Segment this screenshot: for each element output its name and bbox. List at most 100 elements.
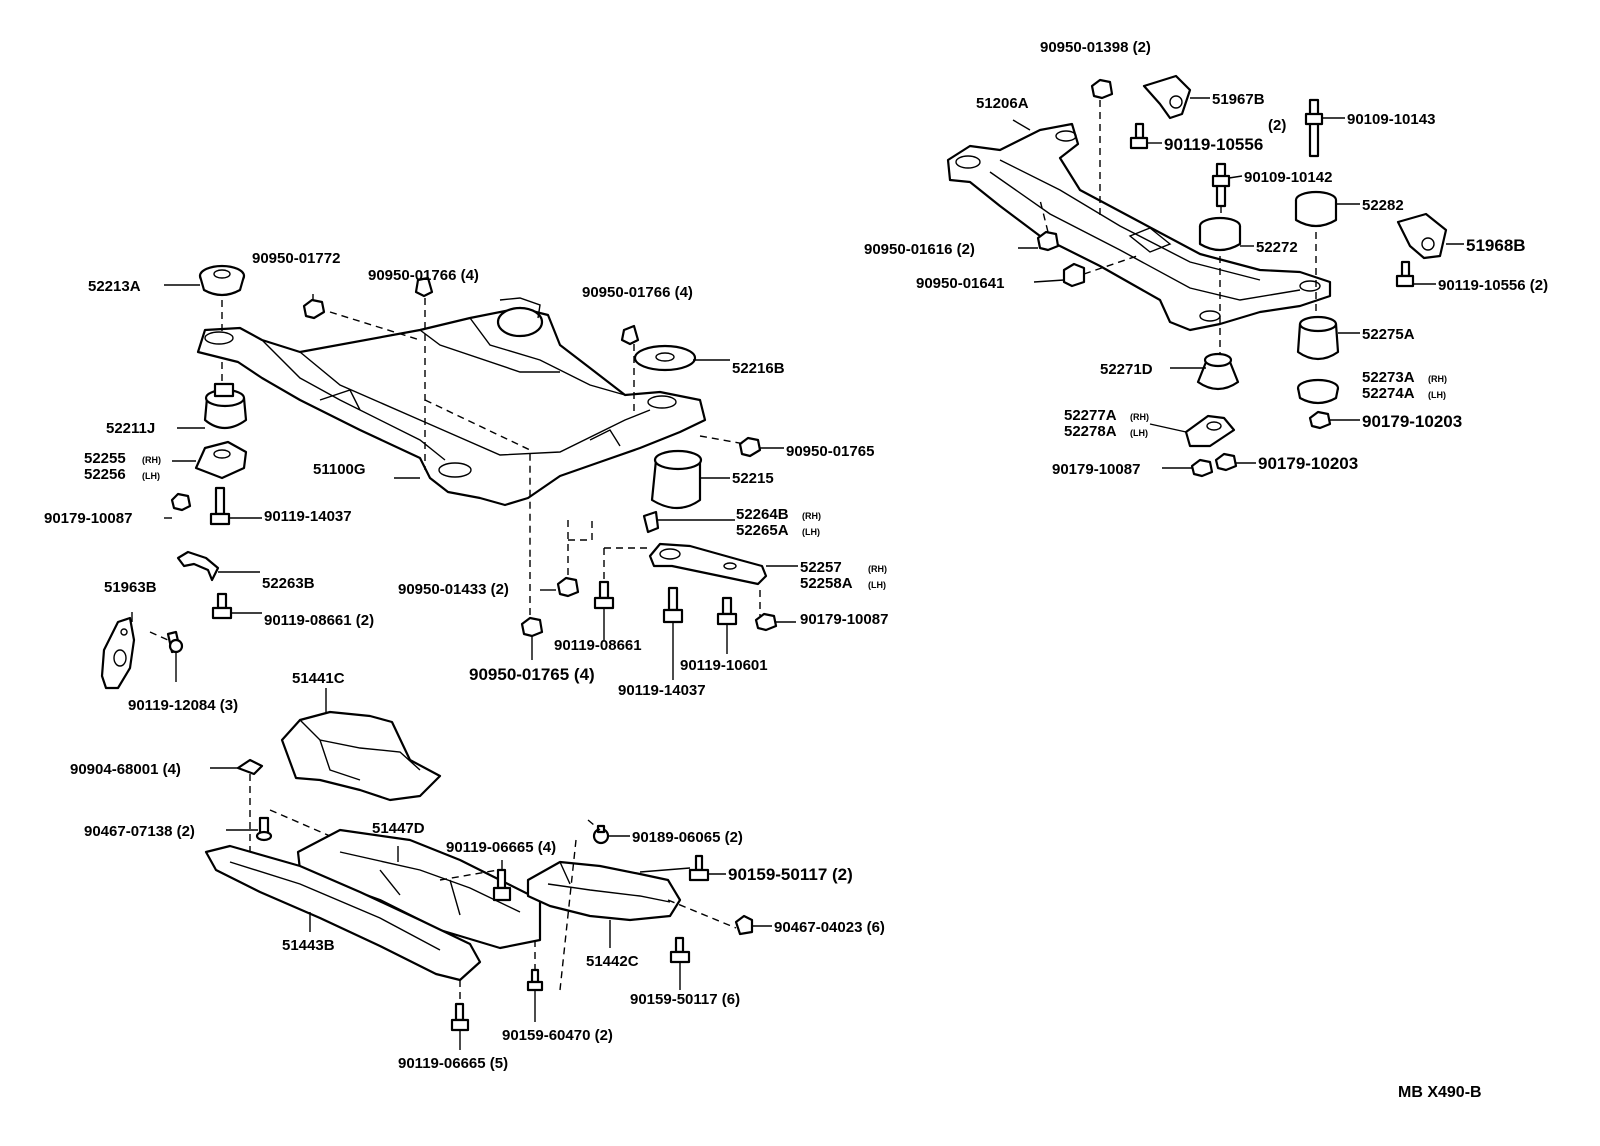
label-90950-01641: 90950-01641	[916, 275, 1004, 292]
label-90950-01398: 90950-01398 (2)	[1040, 39, 1151, 56]
label-90119-14037-a: 90119-14037	[264, 508, 352, 525]
label-90119-14037-b: 90119-14037	[618, 682, 706, 699]
bolt-90159-50117-a	[688, 854, 710, 882]
label-90179-10087-c: 90179-10087	[1052, 461, 1140, 478]
insulator-52213A	[198, 264, 246, 297]
plate-52263B	[176, 550, 220, 582]
cover-51441C	[280, 710, 442, 802]
label-qty-2: (2)	[1268, 117, 1286, 134]
label-90159-50117-a: 90159-50117 (2)	[728, 865, 853, 884]
label-52273A-rh: (RH)	[1428, 374, 1447, 384]
label-51100G: 51100G	[313, 461, 366, 478]
label-90950-01766-b: 90950-01766 (4)	[582, 284, 693, 301]
label-90189-06065: 90189-06065 (2)	[632, 829, 743, 846]
bolt-90119-06665-a	[492, 868, 512, 902]
labels-front: 52213A 90950-01772 90950-01766 (4) 90950…	[44, 250, 888, 714]
stopper-52264B-52265A	[642, 510, 660, 534]
label-90950-01765-a: 90950-01765	[786, 443, 874, 460]
clip-90467-04023	[734, 914, 754, 936]
label-90109-10142: 90109-10142	[1244, 169, 1332, 186]
bolt-90109-10143	[1304, 98, 1324, 158]
label-90950-01772: 90950-01772	[252, 250, 340, 267]
bolt-90119-10556-b	[1395, 260, 1415, 288]
nut-90950-01398	[1090, 78, 1114, 100]
cushion-52282	[1294, 190, 1338, 228]
label-52274A-lh: (LH)	[1428, 390, 1446, 400]
nut-90179-10087-b	[754, 612, 778, 632]
label-52256: 52256	[84, 466, 126, 483]
nut-90179-10087-a	[170, 492, 192, 512]
nut-90950-01616	[1036, 230, 1060, 252]
bolt-90119-10601	[716, 596, 738, 626]
label-52255-rh: (RH)	[142, 455, 161, 465]
label-90159-50117-b: 90159-50117 (6)	[630, 991, 740, 1008]
label-52257: 52257	[800, 559, 842, 576]
bracket-52257-52258A	[648, 542, 768, 586]
label-52255: 52255	[84, 450, 126, 467]
label-52258A: 52258A	[800, 575, 853, 592]
label-90179-10203-b: 90179-10203	[1258, 454, 1358, 473]
reference-code: MB X490-B	[1398, 1084, 1482, 1101]
clip-90467-07138	[255, 816, 273, 842]
label-52282: 52282	[1362, 197, 1404, 214]
bolt-90159-50117-b	[669, 936, 691, 964]
label-52271D: 52271D	[1100, 361, 1153, 378]
nut-90950-01765-b	[520, 616, 544, 638]
insulator-52216B	[633, 344, 697, 372]
label-90950-01766-a: 90950-01766 (4)	[368, 267, 479, 284]
label-52265A-lh: (LH)	[802, 527, 820, 537]
label-52257-rh: (RH)	[868, 564, 887, 574]
label-52272: 52272	[1256, 239, 1298, 256]
nut-90179-10087-c	[1190, 458, 1214, 478]
label-90467-07138: 90467-07138 (2)	[84, 823, 195, 840]
label-52213A: 52213A	[88, 278, 141, 295]
bolt-90119-08661-a	[211, 592, 233, 620]
label-90904-68001: 90904-68001 (4)	[70, 761, 181, 778]
label-90119-08661-b: 90119-08661	[554, 637, 642, 654]
rear-crossmember-group	[946, 74, 1464, 478]
bracket-51968B	[1396, 212, 1448, 260]
label-90179-10087-b: 90179-10087	[800, 611, 888, 628]
nut-90950-01772	[302, 298, 326, 320]
cushion-52272	[1198, 216, 1242, 252]
label-52264B-rh: (RH)	[802, 511, 821, 521]
bolt-90119-14037-a	[209, 486, 231, 526]
label-51967B: 51967B	[1212, 91, 1265, 108]
cover-51443B	[204, 844, 482, 982]
front-crossmember-group	[100, 264, 798, 690]
label-51442C: 51442C	[586, 953, 639, 970]
label-52211J: 52211J	[106, 420, 155, 437]
nut-90950-01766-a	[414, 276, 434, 298]
nut-90179-10203-a	[1308, 410, 1332, 430]
bolt-90119-08661-b	[593, 580, 615, 610]
bolt-90109-10142	[1211, 162, 1231, 208]
label-90119-10556-b: 90119-10556 (2)	[1438, 277, 1548, 294]
label-51441C: 51441C	[292, 670, 345, 687]
bracket-51967B	[1142, 74, 1192, 120]
nut-90179-10203-b	[1214, 452, 1238, 472]
label-52278A: 52278A	[1064, 423, 1117, 440]
nut-90950-01766-b	[620, 324, 640, 346]
screw-90159-60470	[526, 968, 544, 992]
bracket-52277A-52278A	[1184, 414, 1236, 448]
label-90950-01433: 90950-01433 (2)	[398, 581, 509, 598]
label-90119-06665-a: 90119-06665 (4)	[446, 839, 556, 856]
label-52256-lh: (LH)	[142, 471, 160, 481]
label-52278A-lh: (LH)	[1130, 428, 1148, 438]
label-52277A: 52277A	[1064, 407, 1117, 424]
label-51443B: 51443B	[282, 937, 335, 954]
cushion-52273A-52274A	[1296, 378, 1340, 405]
cover-51442C	[526, 860, 682, 922]
bracket-51963B	[100, 616, 136, 690]
label-52263B: 52263B	[262, 575, 315, 592]
label-51963B: 51963B	[104, 579, 157, 596]
cushion-52211J	[203, 382, 248, 430]
label-52215: 52215	[732, 470, 774, 487]
label-90109-10143: 90109-10143	[1347, 111, 1435, 128]
label-90119-12084: 90119-12084 (3)	[128, 697, 238, 714]
labels-covers: 51441C 90904-68001 (4) 90467-07138 (2) 5…	[70, 670, 885, 1072]
bracket-52255-52256	[194, 440, 248, 480]
label-51447D: 51447D	[372, 820, 425, 837]
label-90467-04023: 90467-04023 (6)	[774, 919, 885, 936]
